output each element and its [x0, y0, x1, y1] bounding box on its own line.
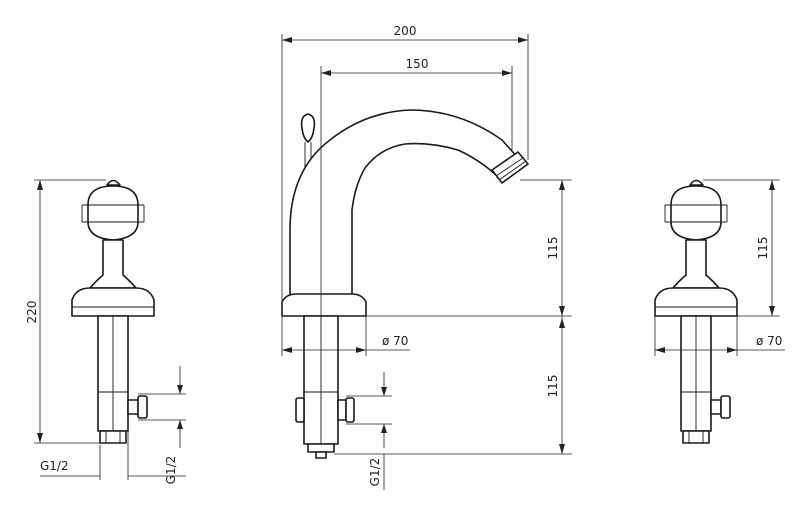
right-valve-base — [654, 287, 738, 317]
right-valve-side-outlet — [710, 399, 722, 415]
spout-thread-label: G1/2 — [368, 458, 382, 487]
right-valve-neck — [672, 239, 720, 289]
left-height-label: 220 — [25, 301, 39, 324]
spout-base-diameter-label: ø 70 — [382, 334, 408, 348]
left-valve-base — [71, 287, 155, 317]
right-height-label: 115 — [756, 237, 770, 260]
spout-thread — [307, 443, 335, 453]
lift-rod-knob — [300, 113, 316, 143]
left-valve-thread — [99, 430, 127, 444]
left-thread-label: G1/2 — [40, 459, 69, 473]
right-valve-knob — [670, 185, 722, 241]
left-valve-knob — [87, 185, 139, 241]
right-valve-thread — [682, 430, 710, 444]
left-side-thread-label: G1/2 — [164, 456, 178, 485]
right-valve — [654, 179, 738, 444]
height-above-deck-label: 115 — [546, 237, 560, 260]
reach-outlet-label: 150 — [406, 57, 429, 71]
left-valve-knob-cap — [106, 179, 121, 186]
spout-body — [289, 109, 521, 297]
spout-dimensions: 200 150 115 115 ø 70 G1/2 — [281, 24, 572, 490]
spout-right-fitting — [345, 397, 355, 423]
spout-aerator — [491, 151, 529, 184]
left-valve-neck — [89, 239, 137, 289]
left-valve-side-outlet — [127, 399, 139, 415]
spout — [281, 109, 529, 459]
left-valve-dimensions: 220 G1/2 G1/2 — [25, 179, 186, 485]
spout-left-fitting — [295, 397, 305, 423]
spout-base — [281, 293, 367, 317]
right-valve-knob-cap — [689, 179, 704, 186]
right-base-diameter-label: ø 70 — [756, 334, 782, 348]
right-valve-dimensions: 115 ø 70 — [654, 179, 785, 356]
left-valve — [71, 179, 155, 444]
reach-total-label: 200 — [394, 24, 417, 38]
height-below-deck-label: 115 — [546, 375, 560, 398]
